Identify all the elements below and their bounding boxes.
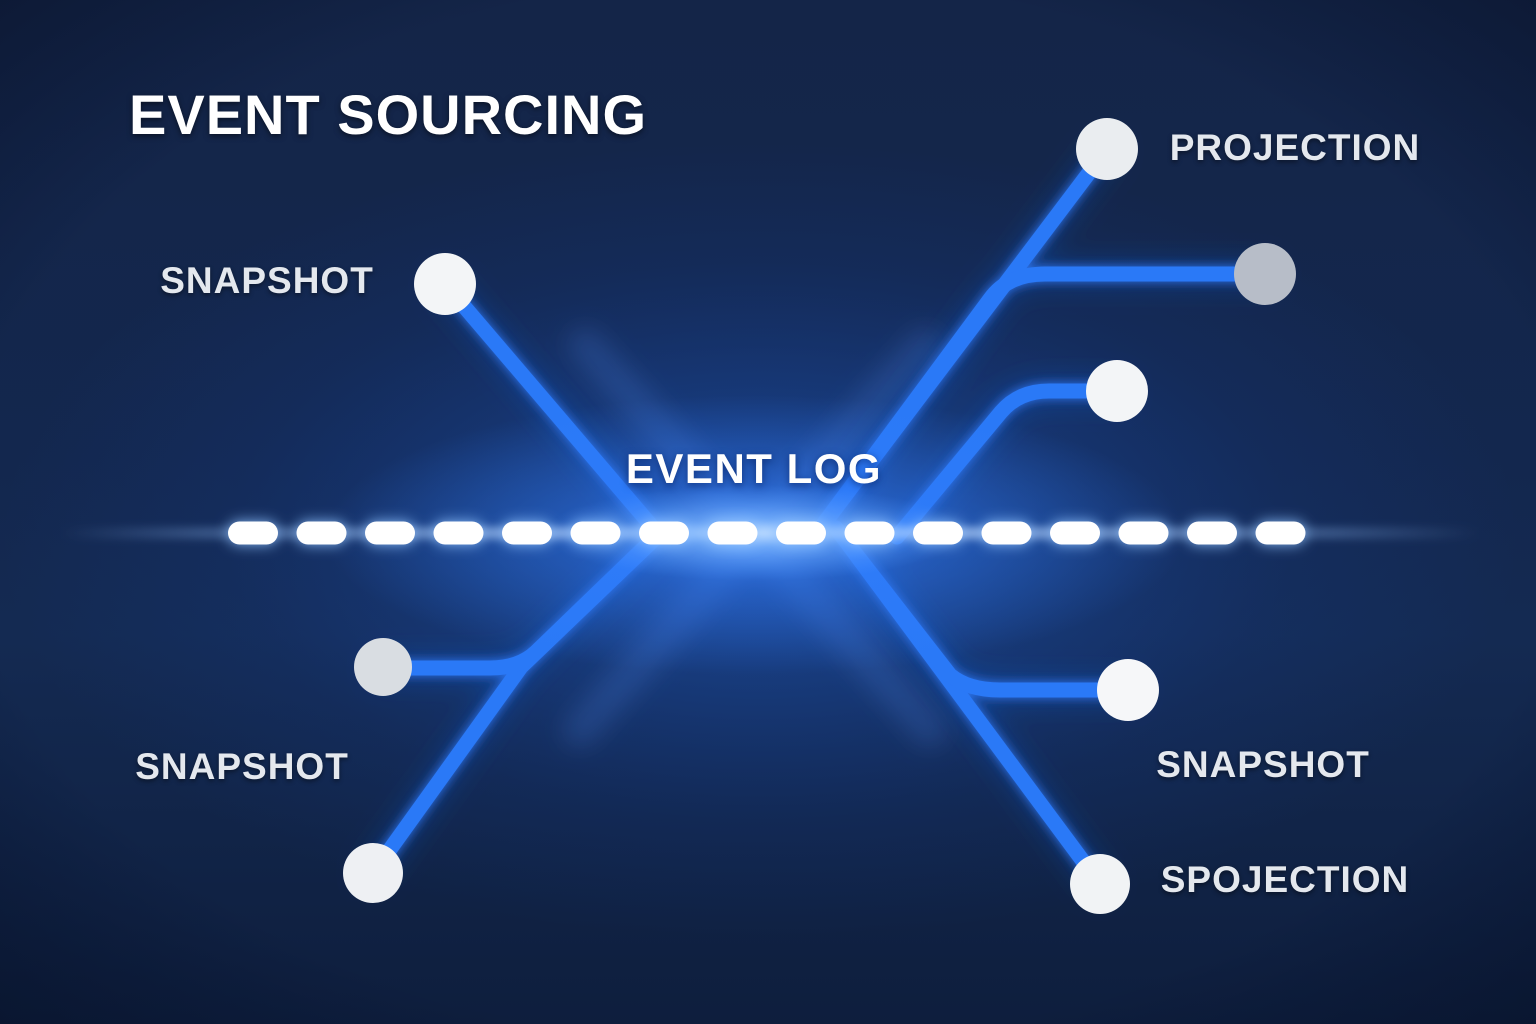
page-title: EVENT SOURCING	[129, 83, 648, 146]
label-snapshot-lower-left: SNAPSHOT	[135, 746, 349, 787]
label-event-log: EVENT LOG	[625, 445, 883, 492]
label-projection: PROJECTION	[1169, 127, 1421, 168]
label-snapshot-lower-right: SNAPSHOT	[1156, 744, 1370, 785]
label-snapshot-upper-left: SNAPSHOT	[160, 260, 374, 301]
label-spojection: SPOJECTION	[1160, 859, 1410, 900]
